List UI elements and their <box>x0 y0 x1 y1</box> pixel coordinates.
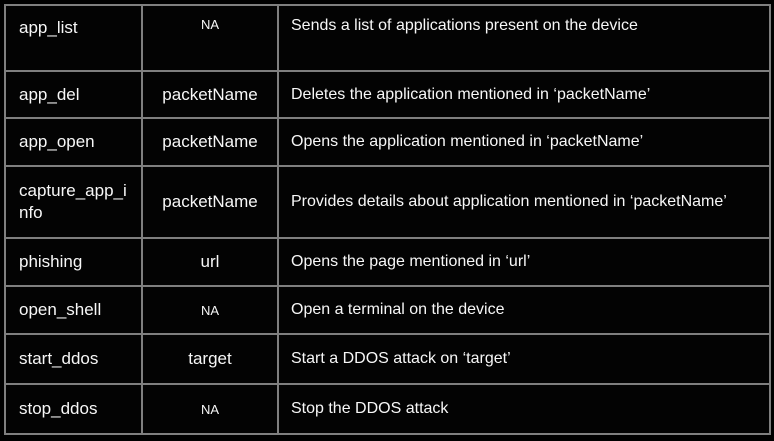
parameter-cell: NA <box>141 285 279 335</box>
description-cell: Stop the DDOS attack <box>277 383 771 435</box>
parameter-cell: packetName <box>141 165 279 239</box>
parameter-cell: url <box>141 237 279 287</box>
parameter-cell: packetName <box>141 70 279 119</box>
description-cell: Start a DDOS attack on ‘target’ <box>277 333 771 385</box>
command-cell: capture_app_info <box>4 165 143 239</box>
description-cell: Opens the page mentioned in ‘url’ <box>277 237 771 287</box>
command-cell: app_del <box>4 70 143 119</box>
description-cell: Deletes the application mentioned in ‘pa… <box>277 70 771 119</box>
description-cell: Sends a list of applications present on … <box>277 4 771 72</box>
command-cell: phishing <box>4 237 143 287</box>
parameter-cell: target <box>141 333 279 385</box>
parameter-cell: NA <box>141 383 279 435</box>
parameter-cell: packetName <box>141 117 279 167</box>
command-cell: start_ddos <box>4 333 143 385</box>
description-cell: Opens the application mentioned in ‘pack… <box>277 117 771 167</box>
description-cell: Open a terminal on the device <box>277 285 771 335</box>
command-cell: app_open <box>4 117 143 167</box>
description-cell: Provides details about application menti… <box>277 165 771 239</box>
command-cell: stop_ddos <box>4 383 143 435</box>
command-cell: open_shell <box>4 285 143 335</box>
command-cell: app_list <box>4 4 143 72</box>
parameter-cell: NA <box>141 4 279 72</box>
